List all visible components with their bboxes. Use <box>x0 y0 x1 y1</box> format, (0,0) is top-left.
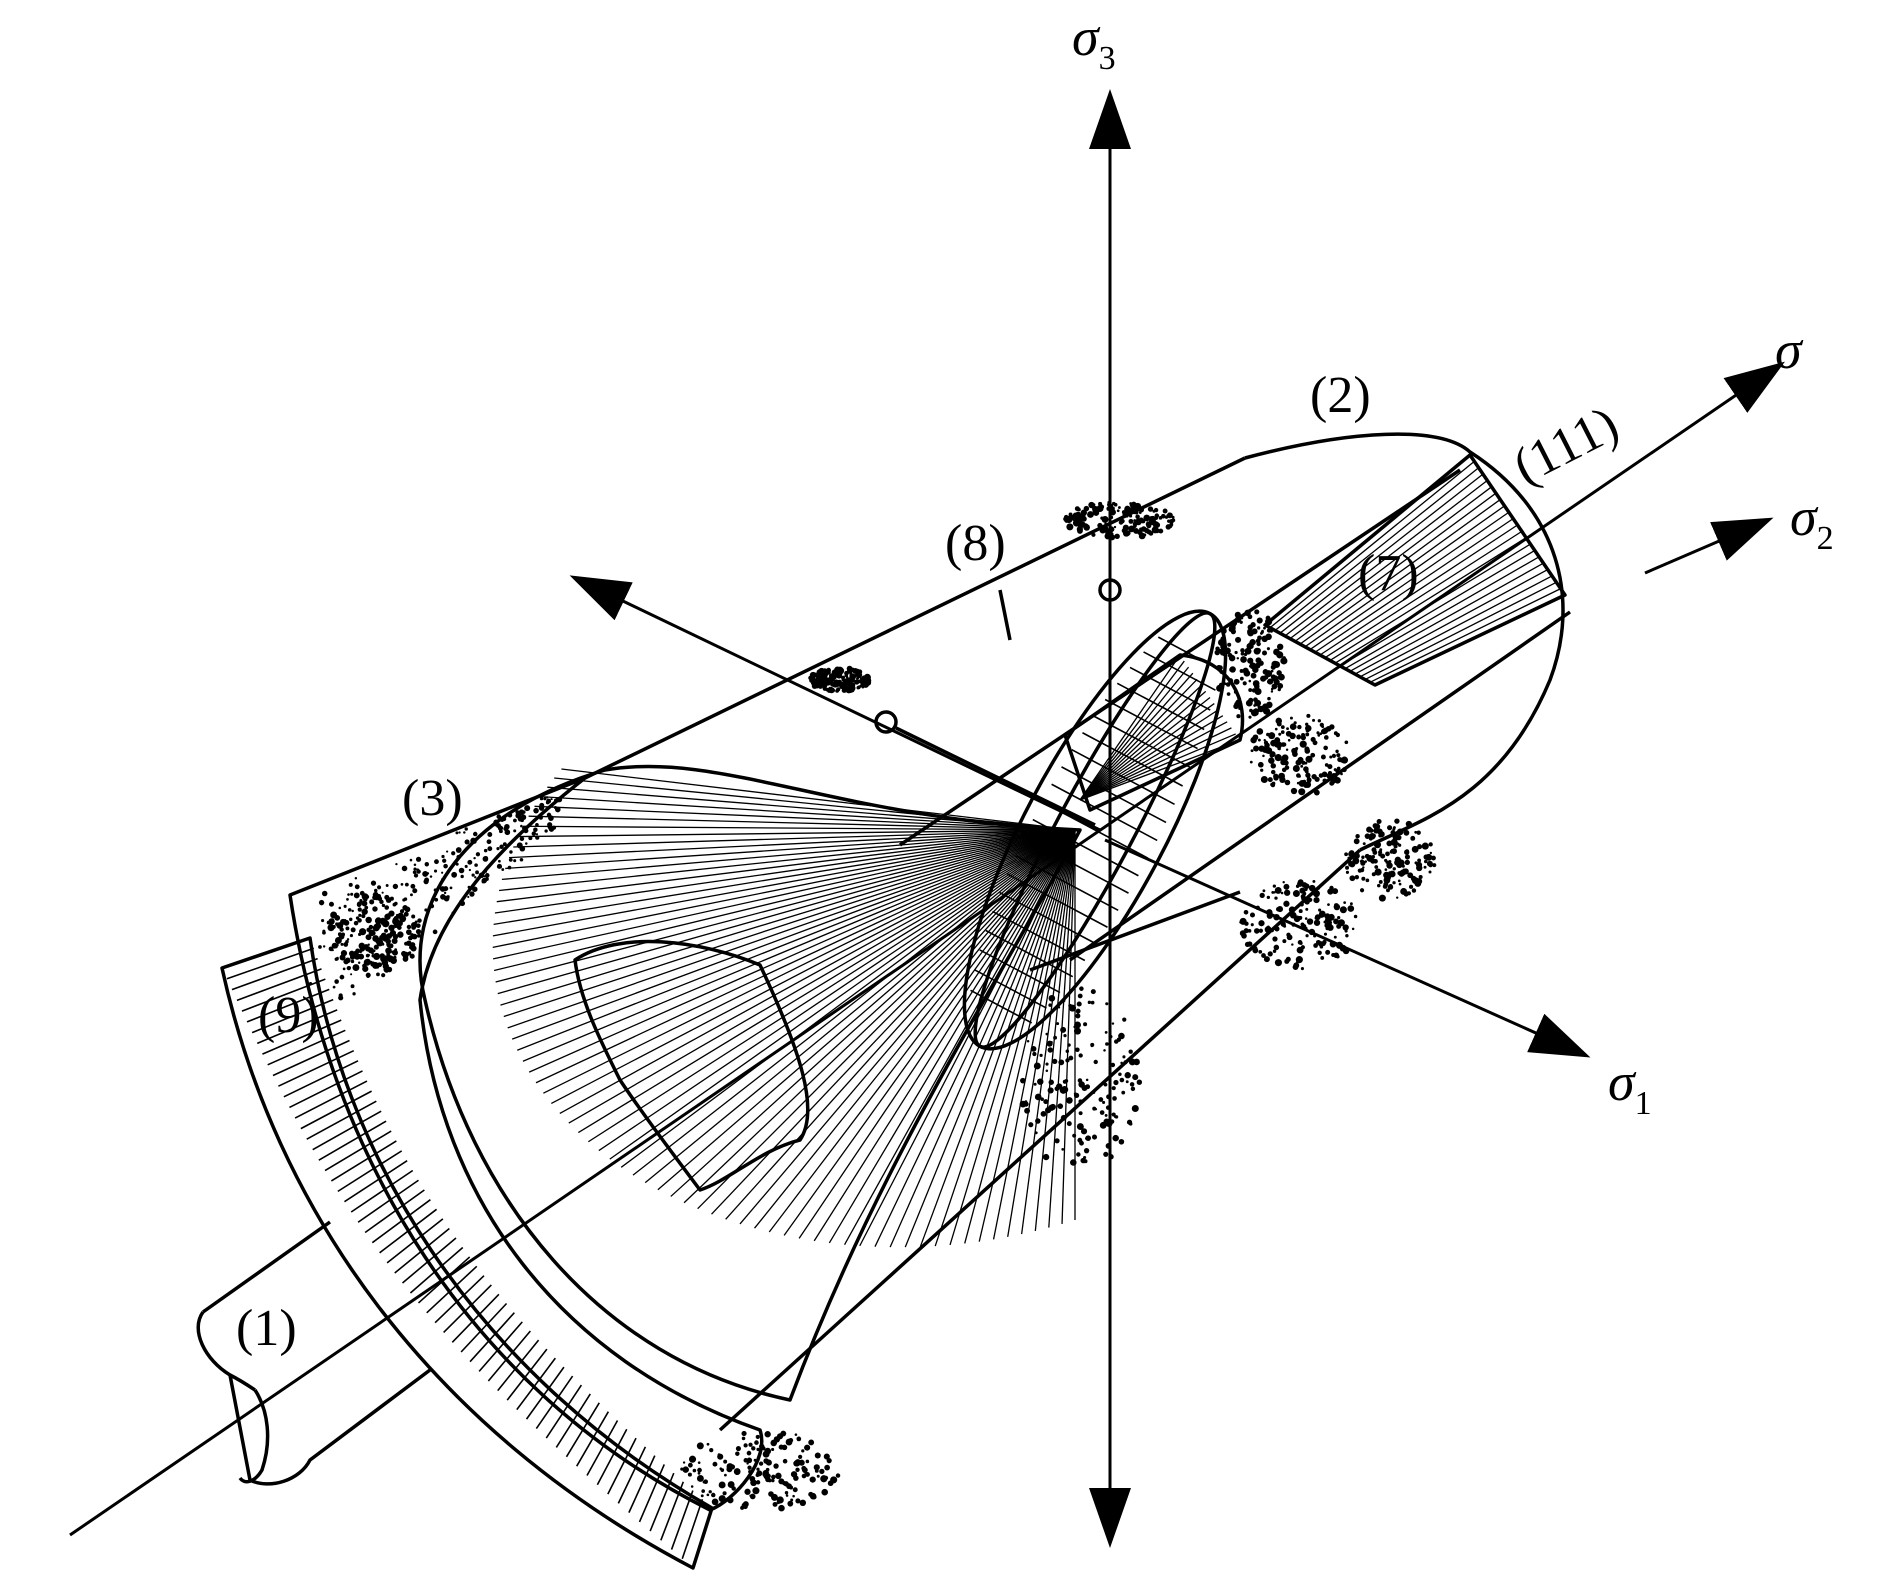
svg-text:σ2: σ2 <box>1790 487 1834 557</box>
label-3: (3) <box>402 770 463 827</box>
sigma2-axis <box>1644 517 1774 575</box>
main-body <box>584 432 1571 1432</box>
axis-label-sigma: σ <box>1775 320 1804 380</box>
hydrostatic-axis <box>69 361 1785 1537</box>
label-9: (9) <box>258 987 319 1044</box>
axis-label-sigma1: σ1 <box>1608 1052 1652 1122</box>
marker-circle-left <box>874 710 898 734</box>
svg-text:σ3: σ3 <box>1072 7 1116 77</box>
svg-text:σ: σ <box>1775 320 1804 380</box>
axis-label-sigma3: σ3 <box>1072 7 1116 77</box>
fan-7 <box>1063 453 1567 812</box>
label-7: (7) <box>1358 545 1419 602</box>
speckled-patches <box>322 500 1437 1512</box>
marker-circle-upper <box>1098 578 1122 602</box>
cylinder-1 <box>196 1220 432 1486</box>
label-1: (1) <box>236 1300 297 1357</box>
ellipse-8 <box>962 589 1228 1051</box>
axis-label-sigma2: σ2 <box>1790 487 1834 557</box>
deviatoric-axis <box>569 575 1101 832</box>
label-8: (8) <box>945 515 1006 572</box>
svg-text:σ1: σ1 <box>1608 1052 1652 1122</box>
label-2: (2) <box>1310 367 1371 424</box>
inner-fan <box>418 764 1082 1402</box>
